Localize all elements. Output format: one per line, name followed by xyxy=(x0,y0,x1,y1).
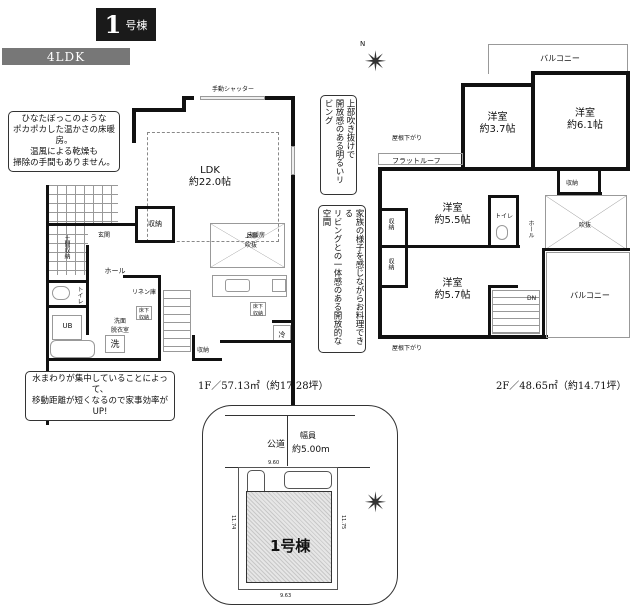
room-d: 洋室 約5.7帖 xyxy=(425,278,480,302)
floor1-plan: LDK 約22.0帖 床暖房 上部 吹抜 床下 収納 冷 土間収納 収納 玄関 … xyxy=(40,90,300,425)
building-label: 1号棟 xyxy=(270,537,311,555)
dim-left: 11.74 xyxy=(230,515,236,530)
building-suffix: 号棟 xyxy=(125,18,148,32)
room-b: 洋室 約6.1帖 xyxy=(550,108,620,132)
stairs-2f xyxy=(492,290,540,334)
toilet-2f-fixture xyxy=(496,225,508,240)
road-width-label: 幅員 xyxy=(300,431,316,440)
floor1-area: 1F／57.13㎡（約17.28坪） xyxy=(198,381,329,392)
underfloor-storage: 床下 収納 xyxy=(250,302,266,317)
toilet-2f-label: トイレ xyxy=(495,213,514,220)
void-2f-label: 吹抜 xyxy=(579,222,592,229)
road-label: 公道 xyxy=(267,440,286,450)
room-b-name: 洋室 xyxy=(575,108,595,119)
room-a: 洋室 約3.7帖 xyxy=(470,112,525,136)
room-c-name: 洋室 xyxy=(442,203,463,214)
upper-void-label: 上部 吹抜 xyxy=(245,233,258,249)
flat-roof-label: フラットルーフ xyxy=(392,157,441,165)
room-c: 洋室 約5.5帖 xyxy=(425,203,480,227)
site-compass-icon: ✴ xyxy=(364,486,388,519)
eaves-bottom-label: 屋根下がり xyxy=(392,345,423,352)
stove-icon xyxy=(272,279,286,292)
room-d-size: 約5.7帖 xyxy=(434,290,471,301)
building-footprint xyxy=(246,491,332,583)
balcony-top-label: バルコニー xyxy=(540,54,580,63)
callout-floor-heating: ひなたぼっこのような ポカポカした温かさの床暖房。 温風による乾燥も 掃除の手間… xyxy=(8,111,120,172)
stairs xyxy=(163,290,191,352)
ldk-size: 約22.0帖 xyxy=(188,177,232,188)
storage-1-label: 収納 xyxy=(148,220,162,228)
floor2-plan: バルコニー 洋室 約3.7帖 洋室 約6.1帖 屋根下がり フラットルーフ 収納… xyxy=(370,40,640,352)
room-c-size: 約5.5帖 xyxy=(434,215,471,226)
kitchen-sink xyxy=(225,279,250,292)
compass-rose-icon: ✴ xyxy=(364,45,388,78)
callout-water-area: 水まわりが集中していることによって、 移動距離が短くなるので家事効率がUP! xyxy=(25,371,175,421)
floor-storage-box: 床下 収納 xyxy=(136,306,152,321)
storage-left-2-label: 収納 xyxy=(387,258,394,270)
dim-right: 11.75 xyxy=(340,515,346,530)
storage-top-label: 収納 xyxy=(566,180,579,187)
shoe-storage-tile xyxy=(48,225,88,275)
callout-living-open: 上部吹き抜けで 開放感のある明るいリビング xyxy=(320,95,357,195)
road-width-value: 約5.00m xyxy=(292,445,330,455)
eaves-top-label: 屋根下がり xyxy=(392,135,423,142)
bathtub xyxy=(50,340,95,358)
room-a-size: 約3.7帖 xyxy=(479,124,516,135)
flat-roof xyxy=(378,153,463,165)
shutter-label: 手動シャッター xyxy=(212,86,255,93)
linen-label: リネン庫 xyxy=(132,289,157,296)
washroom-label: 洗面 脱衣室 xyxy=(111,318,130,334)
toilet-fixture xyxy=(52,286,70,300)
ub-area xyxy=(52,315,82,340)
layout-type-bar: 4LDK xyxy=(2,48,130,65)
stairs-dn-label: DN xyxy=(527,295,537,302)
room-a-name: 洋室 xyxy=(487,112,508,123)
room-ldk: LDK 約22.0帖 xyxy=(180,165,240,189)
storage-left-1-label: 収納 xyxy=(387,218,394,230)
ldk-name: LDK xyxy=(200,165,220,176)
balcony-right xyxy=(546,252,630,338)
north-label: N xyxy=(360,40,366,48)
storage-2-label: 収納 xyxy=(196,347,209,354)
hall-label: ホール xyxy=(104,267,126,275)
upper-void xyxy=(210,223,285,268)
washing-machine-space: 洗 xyxy=(105,335,125,353)
toilet-label: トイレ xyxy=(76,286,83,304)
site-plan-frame xyxy=(202,405,398,605)
void-2f xyxy=(545,195,627,250)
floor2-area: 2F／48.65㎡（約14.71坪） xyxy=(496,381,627,392)
balcony-top xyxy=(488,44,628,74)
balcony-right-label: バルコニー xyxy=(570,291,610,300)
lot-boundary xyxy=(238,467,338,590)
room-d-name: 洋室 xyxy=(442,278,463,289)
car-icon-2 xyxy=(284,471,332,489)
entrance-tile xyxy=(48,185,118,225)
building-number: 1 xyxy=(104,10,122,39)
building-title-badge: 1 号棟 xyxy=(96,8,156,41)
dim-bottom: 9.63 xyxy=(280,593,292,599)
ub-label: UB xyxy=(62,322,73,330)
hall-2f-label: ホール xyxy=(527,220,534,238)
callout-kitchen: 家族の様子を感じながらお料理できる リビングとの一体感のある開放的な空間 xyxy=(318,205,366,353)
road-edge-top xyxy=(225,415,355,416)
earthen-storage-label: 土間収納 xyxy=(63,235,70,259)
room-b-size: 約6.1帖 xyxy=(567,120,603,131)
dim-top: 9.60 xyxy=(268,460,280,466)
entrance-label: 玄関 xyxy=(98,232,111,239)
kitchen-counter xyxy=(212,275,287,297)
road-width-arrow xyxy=(287,416,288,466)
